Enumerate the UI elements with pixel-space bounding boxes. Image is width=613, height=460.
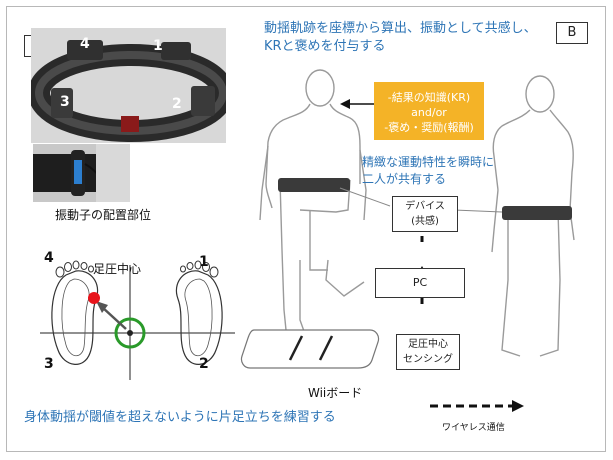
feedback-line2: and/or bbox=[411, 106, 447, 119]
collar-number-4: 4 bbox=[80, 36, 90, 52]
collar-number-1: 1 bbox=[153, 38, 163, 54]
pc-box: PC bbox=[375, 268, 465, 298]
device-box: デバイス (共感) bbox=[392, 196, 458, 232]
vibrator-photo-edge bbox=[96, 144, 130, 202]
device-line2: (共感) bbox=[411, 216, 439, 227]
cop-label: 足圧中心 bbox=[93, 262, 142, 276]
feedback-box: -結果の知識(KR) and/or -褒め・奨励(報酬) bbox=[374, 82, 484, 140]
foot-number-1: 1 bbox=[199, 254, 209, 270]
panel-b-title: 動揺軌跡を座標から算出、振動として共感し、 KRと褒めを付与する bbox=[264, 20, 537, 56]
feedback-line1: -結果の知識(KR) bbox=[387, 91, 471, 104]
wii-label: Wiiボード bbox=[308, 386, 363, 400]
sensing-line1: 足圧中心 bbox=[408, 339, 448, 350]
partner-figure bbox=[491, 75, 575, 357]
trainee-belt bbox=[278, 178, 350, 192]
collar-illustration bbox=[31, 28, 226, 143]
collar-photo bbox=[31, 28, 226, 143]
feedback-line3: -褒め・奨励(報酬) bbox=[384, 121, 474, 134]
share-text: 精緻な運動特性を瞬時に 二人が共有する bbox=[362, 154, 494, 188]
foot-number-4: 4 bbox=[44, 250, 54, 266]
collar-number-2: 2 bbox=[172, 96, 182, 112]
foot-diagram bbox=[40, 260, 235, 380]
wireless-legend-arrow bbox=[430, 400, 524, 412]
sensing-line2: センシング bbox=[403, 354, 453, 365]
share-line1: 精緻な運動特性を瞬時に bbox=[362, 155, 495, 169]
foot-number-3: 3 bbox=[44, 356, 54, 372]
panel-b-title-line2: KRと褒めを付与する bbox=[264, 39, 386, 54]
panel-b-title-line1: 動揺軌跡を座標から算出、振動として共感し、 bbox=[264, 21, 537, 36]
partner-belt bbox=[502, 206, 572, 220]
bottom-caption: 身体動揺が閾値を超えないように片足立ちを練習する bbox=[24, 410, 336, 425]
panel-b-label: B bbox=[556, 22, 588, 44]
sensing-box: 足圧中心 センシング bbox=[396, 334, 460, 370]
foot-number-2: 2 bbox=[199, 356, 209, 372]
trainee-figure bbox=[259, 69, 367, 351]
wii-board bbox=[240, 329, 380, 369]
collar-number-3: 3 bbox=[60, 94, 70, 110]
wireless-label: ワイヤレス通信 bbox=[442, 423, 505, 433]
share-line2: 二人が共有する bbox=[362, 172, 447, 186]
device-line1: デバイス bbox=[405, 201, 445, 212]
placement-caption: 振動子の配置部位 bbox=[55, 208, 152, 222]
